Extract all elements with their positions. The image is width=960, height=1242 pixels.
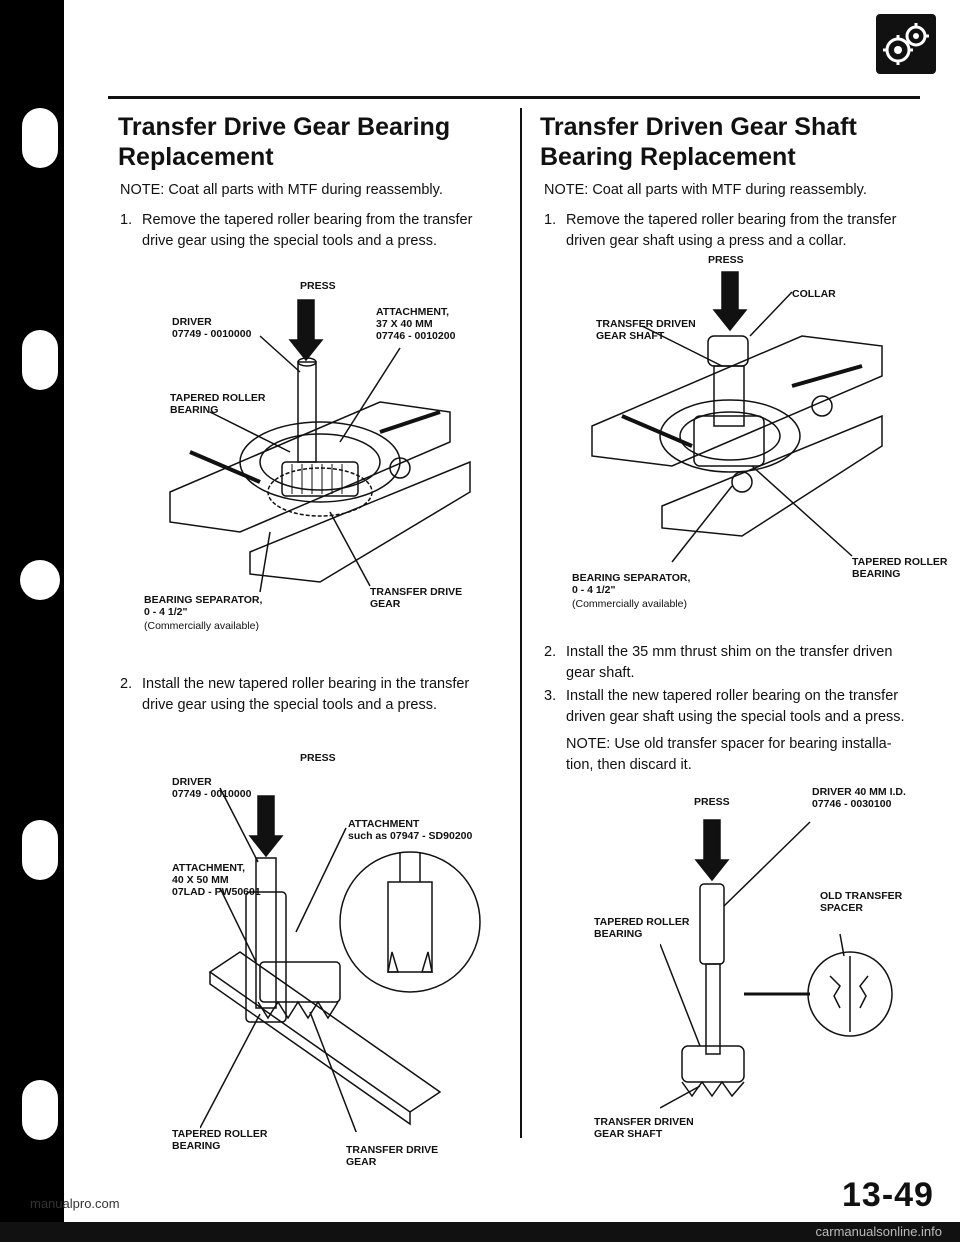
rfig2-illustration: [660, 819, 893, 1109]
fig1-attachment-label: ATTACHMENT, 37 x 40 mm 07746 - 0010200: [376, 306, 456, 342]
fig2-attachment-b-label: ATTACHMENT, 40 x 50 mm 07LAD - PW50601: [172, 862, 261, 898]
left-step-2: 2.Install the new tapered roller bearing…: [120, 676, 470, 713]
rfig1-separator-label: BEARING SEPARATOR, 0 - 4 1/2": [572, 572, 691, 596]
binding-hole: [20, 560, 60, 600]
right-note: NOTE: Coat all parts with MTF during rea…: [544, 182, 867, 198]
rfig2-bearing-label: TAPERED ROLLER BEARING: [594, 916, 690, 940]
rfig2-press-label: PRESS: [694, 796, 730, 808]
right-note-2: NOTE: Use old transfer spacer for bearin…: [566, 736, 892, 773]
fig1-driver-label: DRIVER 07749 - 0010000: [172, 316, 252, 340]
fig1-bearing-label: TAPERED ROLLER BEARING: [170, 392, 266, 416]
fig2-press-label: PRESS: [300, 752, 336, 764]
left-step-1: 1.Remove the tapered roller bearing from…: [120, 212, 473, 249]
fig1-separator-note: (Commercially available): [144, 620, 259, 632]
right-step-2: 2.Install the 35 mm thrust shim on the t…: [544, 644, 893, 681]
binding-hole: [22, 820, 58, 880]
rfig1-press-label: PRESS: [708, 254, 744, 266]
binding-strip: [0, 0, 64, 1242]
rfig1-illustration: [591, 271, 883, 563]
column-divider: [520, 108, 522, 1138]
left-note: NOTE: Coat all parts with MTF during rea…: [120, 182, 443, 198]
fig2-bearing-label: TAPERED ROLLER BEARING: [172, 1128, 268, 1152]
rfig2-shaft-label: TRANSFER DRIVEN GEAR SHAFT: [594, 1116, 694, 1140]
rfig1-separator-note: (Commercially available): [572, 598, 687, 610]
gear-section-icon: [876, 14, 936, 74]
right-step-3: 3.Install the new tapered roller bearing…: [544, 688, 905, 725]
footer-watermark: carmanualsonline.info: [815, 1224, 942, 1239]
rfig1-bearing-label: TAPERED ROLLER BEARING: [852, 556, 948, 580]
right-step-1: 1.Remove the tapered roller bearing from…: [544, 212, 897, 249]
footer-bar: [0, 1222, 960, 1242]
rfig2-spacer-label: OLD TRANSFER SPACER: [820, 890, 903, 914]
fig2-gear-label: TRANSFER DRIVE GEAR: [346, 1144, 439, 1168]
rfig2-driver-label: DRIVER 40 mm I.D. 07746 - 0030100: [812, 786, 906, 810]
fig2-attachment-a-label: ATTACHMENT such as 07947 - SD90200: [348, 818, 473, 842]
binding-hole: [22, 108, 58, 168]
fig1-illustration: [169, 299, 471, 593]
fig1-gear-label: TRANSFER DRIVE GEAR: [370, 586, 463, 610]
rfig1-collar-label: COLLAR: [792, 288, 836, 300]
fig2-illustration: [200, 787, 481, 1132]
footer-url: manualpro.com: [30, 1196, 120, 1211]
binding-hole: [22, 1080, 58, 1140]
fig1-press-label: PRESS: [300, 280, 336, 292]
header-rule: [108, 96, 920, 99]
page-number: 13-49: [842, 1176, 934, 1214]
binding-hole: [22, 330, 58, 390]
fig1-separator-label: BEARING SEPARATOR, 0 - 4 1/2": [144, 594, 263, 618]
